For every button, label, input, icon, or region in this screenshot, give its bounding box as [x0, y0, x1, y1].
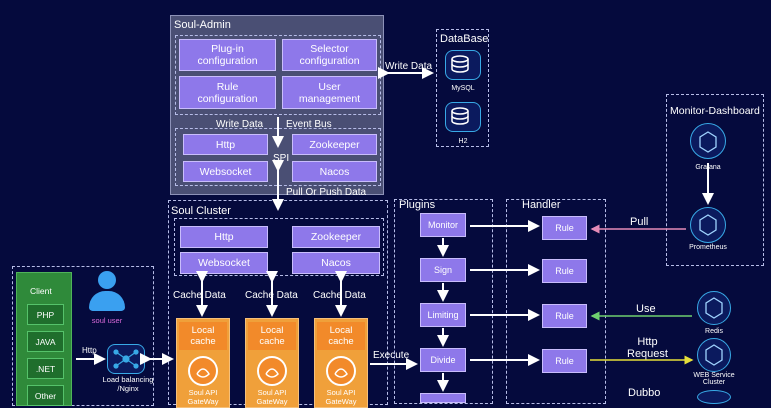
soul-cluster-title: Soul Cluster [171, 205, 231, 217]
use-label: Use [636, 303, 656, 315]
client-title: Client [30, 286, 52, 296]
handler-rule-2[interactable]: Rule [542, 259, 587, 283]
gateway-1-local-cache: Local cache [179, 322, 227, 350]
handler-rule-1[interactable]: Rule [542, 216, 587, 240]
database-panel [436, 29, 489, 147]
rule-config-box[interactable]: Rule configuration [179, 76, 276, 109]
database-write-data-label: Write Data [385, 61, 433, 72]
gateway-2-local-cache: Local cache [248, 322, 296, 350]
dubbo-label: Dubbo [628, 387, 661, 399]
gateway-glyphs [196, 368, 348, 378]
gateway-1-icon [188, 356, 218, 386]
web-service-label: WEB Service Cluster [693, 372, 735, 386]
selector-config-box[interactable]: Selector configuration [282, 39, 377, 71]
web-service-icon [697, 338, 731, 372]
user-icon [87, 271, 127, 313]
event-bus-label: Event Bus [286, 119, 332, 130]
gateway-3-local-cache: Local cache [317, 322, 365, 350]
cluster-zookeeper-box[interactable]: Zookeeper [292, 226, 380, 248]
grafana-icon [690, 123, 726, 159]
database-title: DataBase [440, 33, 489, 45]
plugins-title: Plugins [399, 199, 436, 211]
cluster-sync-group [174, 218, 384, 276]
plugin-monitor[interactable]: Monitor [420, 213, 466, 237]
gateway-2-icon [257, 356, 287, 386]
pull-push-label: Pull Or Push Data [286, 187, 367, 198]
mysql-label: MySQL [451, 85, 475, 92]
client-php[interactable]: PHP [27, 304, 64, 325]
h2-icon [445, 102, 481, 132]
redis-label: Redis [705, 328, 723, 335]
db-glyphs [451, 55, 469, 125]
prometheus-icon [690, 207, 726, 243]
admin-write-data-label: Write Data [216, 119, 264, 130]
plugin-divide[interactable]: Divide [420, 348, 466, 372]
pull-label: Pull [630, 216, 649, 228]
user-management-box[interactable]: User management [282, 76, 377, 109]
soul-admin-title: Soul-Admin [174, 19, 231, 31]
gateway-3-icon [326, 356, 356, 386]
monitor-dashboard-title: Monitor-Dashboard [670, 105, 760, 117]
plugin-sign[interactable]: Sign [420, 258, 466, 282]
client-java[interactable]: JAVA [27, 331, 64, 352]
load-balancing-label: Load balancing /Nginx [102, 375, 154, 393]
admin-nacos-box[interactable]: Nacos [292, 161, 377, 182]
handler-rule-4[interactable]: Rule [542, 349, 587, 373]
hex-glyphs [699, 131, 723, 366]
plugin-limiting[interactable]: Limiting [420, 303, 466, 327]
h2-label: H2 [458, 138, 468, 145]
http-request-label: Http Request [627, 336, 668, 360]
handler-title: Handler [522, 199, 561, 211]
soul-user-label: soul user [91, 316, 123, 325]
execute-label: Execute [373, 350, 410, 361]
redis-icon [697, 291, 731, 325]
admin-zookeeper-box[interactable]: Zookeeper [292, 134, 377, 155]
admin-websocket-box[interactable]: Websocket [183, 161, 268, 182]
prometheus-label: Prometheus [689, 244, 727, 251]
handler-rule-3[interactable]: Rule [542, 304, 587, 328]
client-http-label: Http [82, 346, 97, 355]
cluster-http-box[interactable]: Http [180, 226, 268, 248]
client-dotnet[interactable]: .NET [27, 358, 64, 379]
spi-label: SPI [273, 153, 290, 164]
plugin-config-box[interactable]: Plug-in configuration [179, 39, 276, 71]
admin-http-box[interactable]: Http [183, 134, 268, 155]
lb-glyph [113, 349, 139, 369]
mysql-icon [445, 50, 481, 80]
cluster-websocket-box[interactable]: Websocket [180, 252, 268, 274]
monitor-dashboard-panel [666, 94, 764, 266]
